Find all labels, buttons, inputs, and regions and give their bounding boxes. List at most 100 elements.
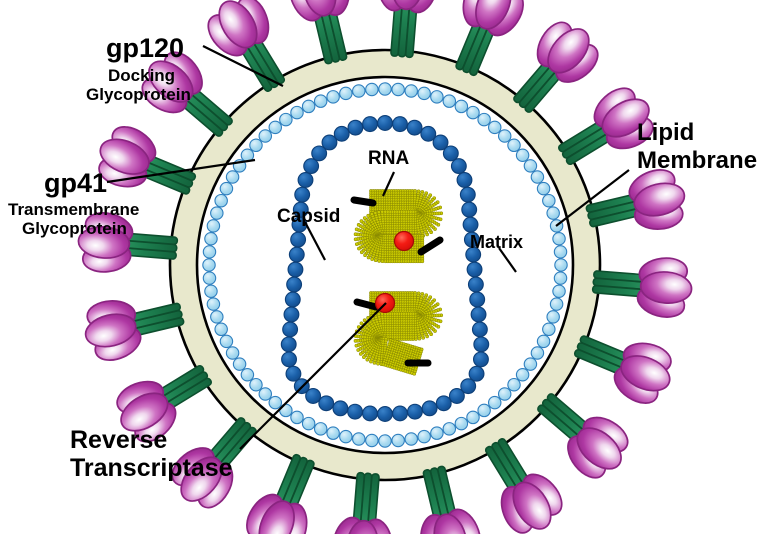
label-group: gp120 Docking Glycoprotein gp41 Transmem… [8,33,757,482]
capsid-bead [392,405,408,422]
matrix-bead [249,377,263,392]
rna-subunit [356,348,361,352]
matrix-bead [523,159,538,173]
reverse-transcriptase-dot [393,230,415,252]
matrix-bead [326,90,340,104]
matrix-bead [210,310,224,324]
matrix-bead [301,99,316,114]
matrix-bead [477,403,491,418]
gp120-subtitle-line1: Docking [108,66,175,85]
capsid-bead [281,351,297,368]
rna-subunit [373,258,378,263]
rna-subunit [353,232,358,237]
rna-subunit [373,211,378,215]
matrix-bead [352,84,366,98]
matrix-bead [553,245,568,259]
rna-subunit [358,352,363,356]
capsid-bead [432,134,449,151]
matrix-bead [313,94,328,108]
matrix-bead [497,129,512,143]
matrix-bead [391,82,405,97]
matrix-bead [219,334,234,349]
matrix-bead [552,284,566,298]
matrix-bead [225,170,240,184]
gp41-title: gp41 [44,168,107,198]
rna-subunit [353,339,358,343]
leader-lipid-membrane [555,169,630,227]
matrix-bead [202,271,217,285]
rna-subunit [377,210,381,214]
matrix-bead [523,357,538,371]
matrix-bead [365,433,379,448]
rna-subunit [354,242,359,246]
matrix-bead-ring [202,82,568,448]
matrix-bead [536,181,551,196]
capsid-bead [442,145,459,162]
matrix-bead [542,322,556,337]
rna-subunit [376,361,380,366]
capsid-bead [318,395,335,412]
capsid-bead [473,336,490,353]
matrix-bead [404,432,418,446]
matrix-bead [497,387,512,401]
matrix-bead [507,138,521,153]
capsid-bead [462,216,479,233]
capsid-bead [294,186,311,203]
gp41-subtitle-line1: Transmembrane [8,200,139,219]
leader-gp41 [106,158,256,184]
rna-subunit [359,321,364,326]
matrix-bead [378,434,392,448]
envelope-spike [589,247,696,324]
matrix-bead [536,334,551,349]
rna-subunit [376,312,381,317]
rna-subunit [369,359,373,364]
rna-subunit [366,213,371,218]
capsid-bead [377,115,393,131]
gp120-subtitle-line2: Glycoprotein [86,85,191,104]
matrix-bead [204,284,218,298]
matrix-bead [430,426,444,440]
matrix-bead [546,310,560,324]
label-reverse-transcriptase: Reverse Transcriptase [70,426,233,482]
matrix-bead [442,422,457,436]
capsid-bead [305,388,322,404]
capsid-bead [283,306,300,323]
capsid-bead [332,400,349,417]
capsid-bead [280,336,297,353]
capsid-bead [467,276,484,293]
rna-subunit [354,227,359,232]
matrix-bead [326,426,340,440]
rna-subunit [359,219,364,223]
matrix-bead [268,395,283,410]
rna-subunit [412,371,417,376]
matrix-bead [290,410,304,425]
capsid-bead [421,400,438,417]
capsid-bead [347,403,363,420]
matrix-bead [339,429,353,444]
capsid-bead [466,261,483,278]
matrix-bead [240,367,255,382]
rna-subunit [356,223,361,227]
capsid-bead [333,125,350,142]
capsid-bead [284,291,301,308]
rna-end-ticks [350,196,444,367]
capsid-bead [321,134,338,151]
matrix-bead [404,84,418,98]
capsid-bead [406,119,423,136]
rna-subunit [363,253,367,258]
capsid-bead [459,186,476,203]
matrix-bead [258,387,273,401]
reverse-transcriptase-line1: Reverse [70,426,167,454]
capsid-bead [460,378,477,395]
rna-subunit [380,259,385,264]
matrix-bead [365,82,379,97]
matrix-bead [249,138,263,153]
capsid-bead [362,116,378,133]
matrix-bead [225,346,240,360]
matrix-bead [487,395,502,410]
capsid-bead [286,276,303,293]
capsid-bead [362,405,378,422]
capsid-bead [469,291,486,308]
